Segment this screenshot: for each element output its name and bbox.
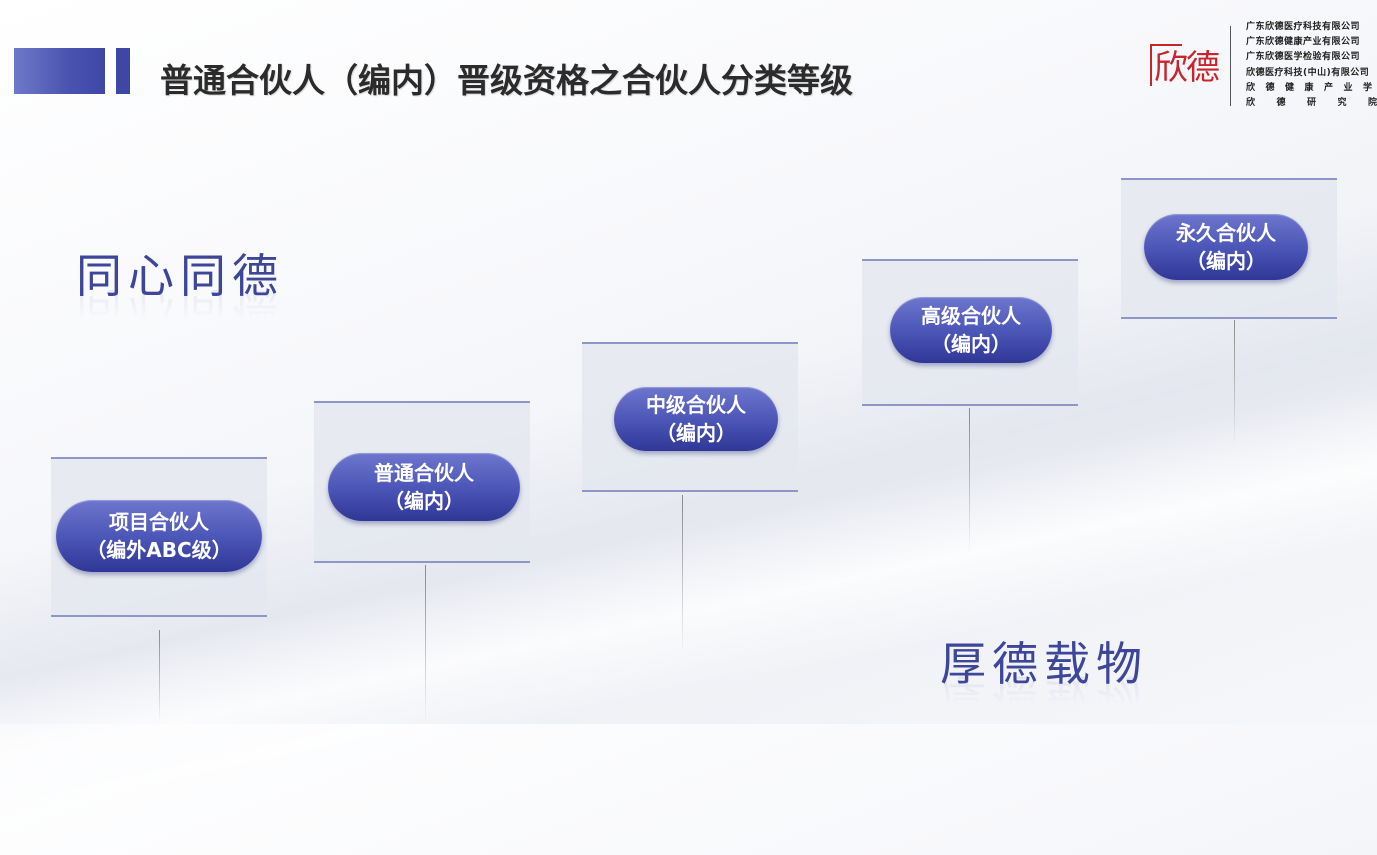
level-name: 普通合伙人 xyxy=(374,461,474,485)
level-pill-project-partner[interactable]: 项目合伙人 （编外ABC级） xyxy=(56,500,262,572)
level-category: （编外ABC级） xyxy=(86,538,232,562)
company-name: 广东欣德医疗科技有限公司 xyxy=(1246,22,1361,32)
slogan-left-reflection: 同心同德 xyxy=(76,283,284,337)
step-stem xyxy=(425,565,426,724)
level-name: 高级合伙人 xyxy=(921,304,1021,328)
slogan-right-reflection: 厚德载物 xyxy=(940,669,1148,723)
level-category: （编内） xyxy=(1186,249,1266,273)
level-category: （编内） xyxy=(931,332,1011,356)
slogan-left: 同心同德 xyxy=(76,249,284,303)
level-category: （编内） xyxy=(384,489,464,513)
title-accent-bar-small xyxy=(116,48,130,94)
brand-logo: 欣德 xyxy=(1150,40,1220,92)
page-title: 普通合伙人（编内）晋级资格之合伙人分类等级 xyxy=(160,61,853,100)
step-stem xyxy=(682,495,683,655)
level-pill-permanent-partner[interactable]: 永久合伙人 （编内） xyxy=(1144,214,1308,280)
step-stem xyxy=(969,408,970,553)
level-pill-senior-partner[interactable]: 高级合伙人 （编内） xyxy=(890,297,1052,363)
title-accent-bar xyxy=(14,48,105,94)
company-name: 广东欣德健康产业有限公司 xyxy=(1246,37,1361,48)
level-pill-general-partner[interactable]: 普通合伙人 （编内） xyxy=(328,453,520,521)
company-name: 欣德健康产业学院 xyxy=(1246,82,1377,93)
step-stem xyxy=(159,630,160,724)
logo-frame xyxy=(1150,44,1182,86)
level-name: 永久合伙人 xyxy=(1176,221,1276,245)
level-pill-intermediate-partner[interactable]: 中级合伙人 （编内） xyxy=(614,387,778,451)
company-name: 欣德医疗科技(中山)有限公司 xyxy=(1246,67,1370,78)
company-name: 广东欣德医学检验有限公司 xyxy=(1246,52,1361,63)
level-name: 中级合伙人 xyxy=(646,393,746,417)
step-stem xyxy=(1234,320,1235,445)
logo-text: 欣德 xyxy=(1154,48,1220,88)
level-category: （编内） xyxy=(656,421,736,445)
company-list: 广东欣德医疗科技有限公司 广东欣德健康产业有限公司 广东欣德医学检验有限公司 欣… xyxy=(1246,20,1377,111)
level-name: 项目合伙人 xyxy=(109,510,209,534)
company-name: 欣德研究院 xyxy=(1246,98,1377,109)
header-divider xyxy=(1230,26,1231,106)
slogan-right: 厚德载物 xyxy=(940,637,1148,691)
